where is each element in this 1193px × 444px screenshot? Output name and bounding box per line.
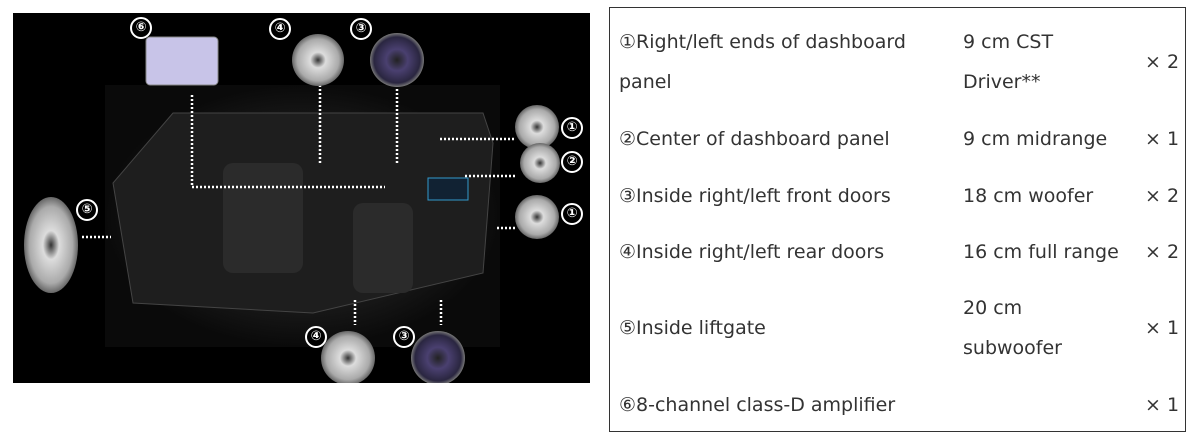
speaker-layout-diagram: ⑥ ④ ③ ① ② ① ⑤ ④ ③ <box>13 13 590 383</box>
subwoofer-image <box>24 197 78 293</box>
label-amplifier: ⑥ <box>130 17 152 39</box>
dashboard-screen <box>427 177 469 201</box>
label-front-door-bottom: ③ <box>393 326 415 348</box>
label-dash-end-right: ① <box>561 117 583 139</box>
speaker-cell: 18 cm woofer <box>963 185 1094 207</box>
quantity-cell: × 2 <box>1145 185 1180 207</box>
quantity-cell: × 1 <box>1145 394 1180 416</box>
rear-seat <box>223 163 303 273</box>
location-cell: ②Center of dashboard panel <box>619 128 890 150</box>
label-front-door-top: ③ <box>350 18 372 40</box>
speaker-cell: 9 cm midrange <box>963 128 1108 150</box>
location-cell: ③Inside right/left front doors <box>619 185 891 207</box>
front-seat <box>353 203 413 293</box>
center-midrange-image <box>520 143 560 183</box>
location-cell: ④Inside right/left rear doors <box>619 241 885 263</box>
location-cell: ⑥8-channel class-D amplifier <box>619 394 896 416</box>
location-cell: ⑤Inside liftgate <box>619 317 766 339</box>
label-rear-door-bottom: ④ <box>305 326 327 348</box>
connector-lines <box>82 85 515 325</box>
label-center-dash: ② <box>561 151 583 173</box>
vehicle-interior-illustration <box>24 33 560 383</box>
front-door-woofer-image <box>370 33 424 87</box>
quantity-cell: × 1 <box>1145 128 1180 150</box>
dashboard-end-speaker-image <box>515 105 559 149</box>
speaker-cell: 16 cm full range <box>963 241 1119 263</box>
quantity-cell: × 1 <box>1145 317 1180 339</box>
amplifier-image <box>145 36 219 86</box>
label-rear-door-top: ④ <box>269 18 291 40</box>
label-liftgate: ⑤ <box>76 199 98 221</box>
label-dash-end-left: ① <box>561 203 583 225</box>
dashboard-end-speaker-image <box>515 195 559 239</box>
quantity-cell: × 2 <box>1145 241 1180 263</box>
rear-door-speaker-image <box>321 331 375 383</box>
rear-door-speaker-image <box>292 34 344 86</box>
quantity-cell: × 2 <box>1145 51 1180 73</box>
front-door-woofer-image <box>411 331 465 383</box>
